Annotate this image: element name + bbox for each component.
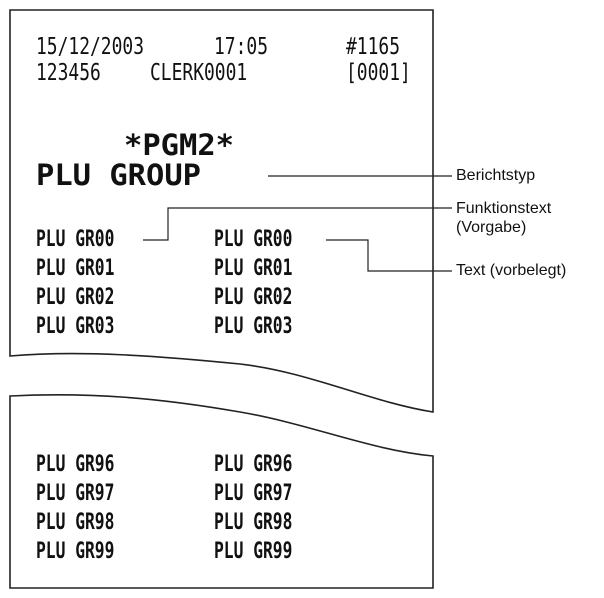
function-text-cell: PLU GR01 (36, 256, 115, 281)
function-text-cell: PLU GR03 (36, 314, 115, 339)
function-text-cell: PLU GR96 (36, 452, 115, 477)
preset-text-cell: PLU GR03 (214, 314, 293, 339)
preset-text-label: Text (vorbelegt) (456, 262, 567, 279)
preset-text-cell: PLU GR02 (214, 285, 293, 310)
receipt-number: #1165 (346, 34, 401, 60)
preset-text-cell: PLU GR99 (214, 539, 293, 564)
function-text-cell: PLU GR02 (36, 285, 115, 310)
register-number: 123456 (36, 60, 101, 86)
preset-text-cell: PLU GR01 (214, 256, 293, 281)
function-text-cell: PLU GR99 (36, 539, 115, 564)
function-text-cell: PLU GR97 (36, 481, 115, 506)
report-title: PLU GROUP (36, 158, 201, 192)
program-title: *PGM2* (124, 128, 235, 162)
report-type-label: Berichtstyp (456, 167, 536, 184)
preset-text-cell: PLU GR98 (214, 510, 293, 535)
clerk-code: [0001] (346, 60, 411, 86)
preset-text-cell: PLU GR00 (214, 227, 293, 252)
preset-text-leader (326, 239, 452, 272)
function-text-label: Funktionstext (456, 200, 552, 217)
receipt-bottom-paper (9, 393, 434, 589)
function-text-cell: PLU GR00 (36, 227, 115, 252)
receipt-date: 15/12/2003 (36, 34, 145, 60)
preset-text-cell: PLU GR96 (214, 452, 293, 477)
receipt-time: 17:05 (214, 34, 269, 60)
receipt-top-paper (9, 9, 434, 413)
clerk-name: CLERK0001 (150, 60, 248, 86)
function-text-cell: PLU GR98 (36, 510, 115, 535)
preset-text-cell: PLU GR97 (214, 481, 293, 506)
function-text-leader (143, 207, 452, 241)
function-text-default-label: (Vorgabe) (456, 219, 527, 236)
